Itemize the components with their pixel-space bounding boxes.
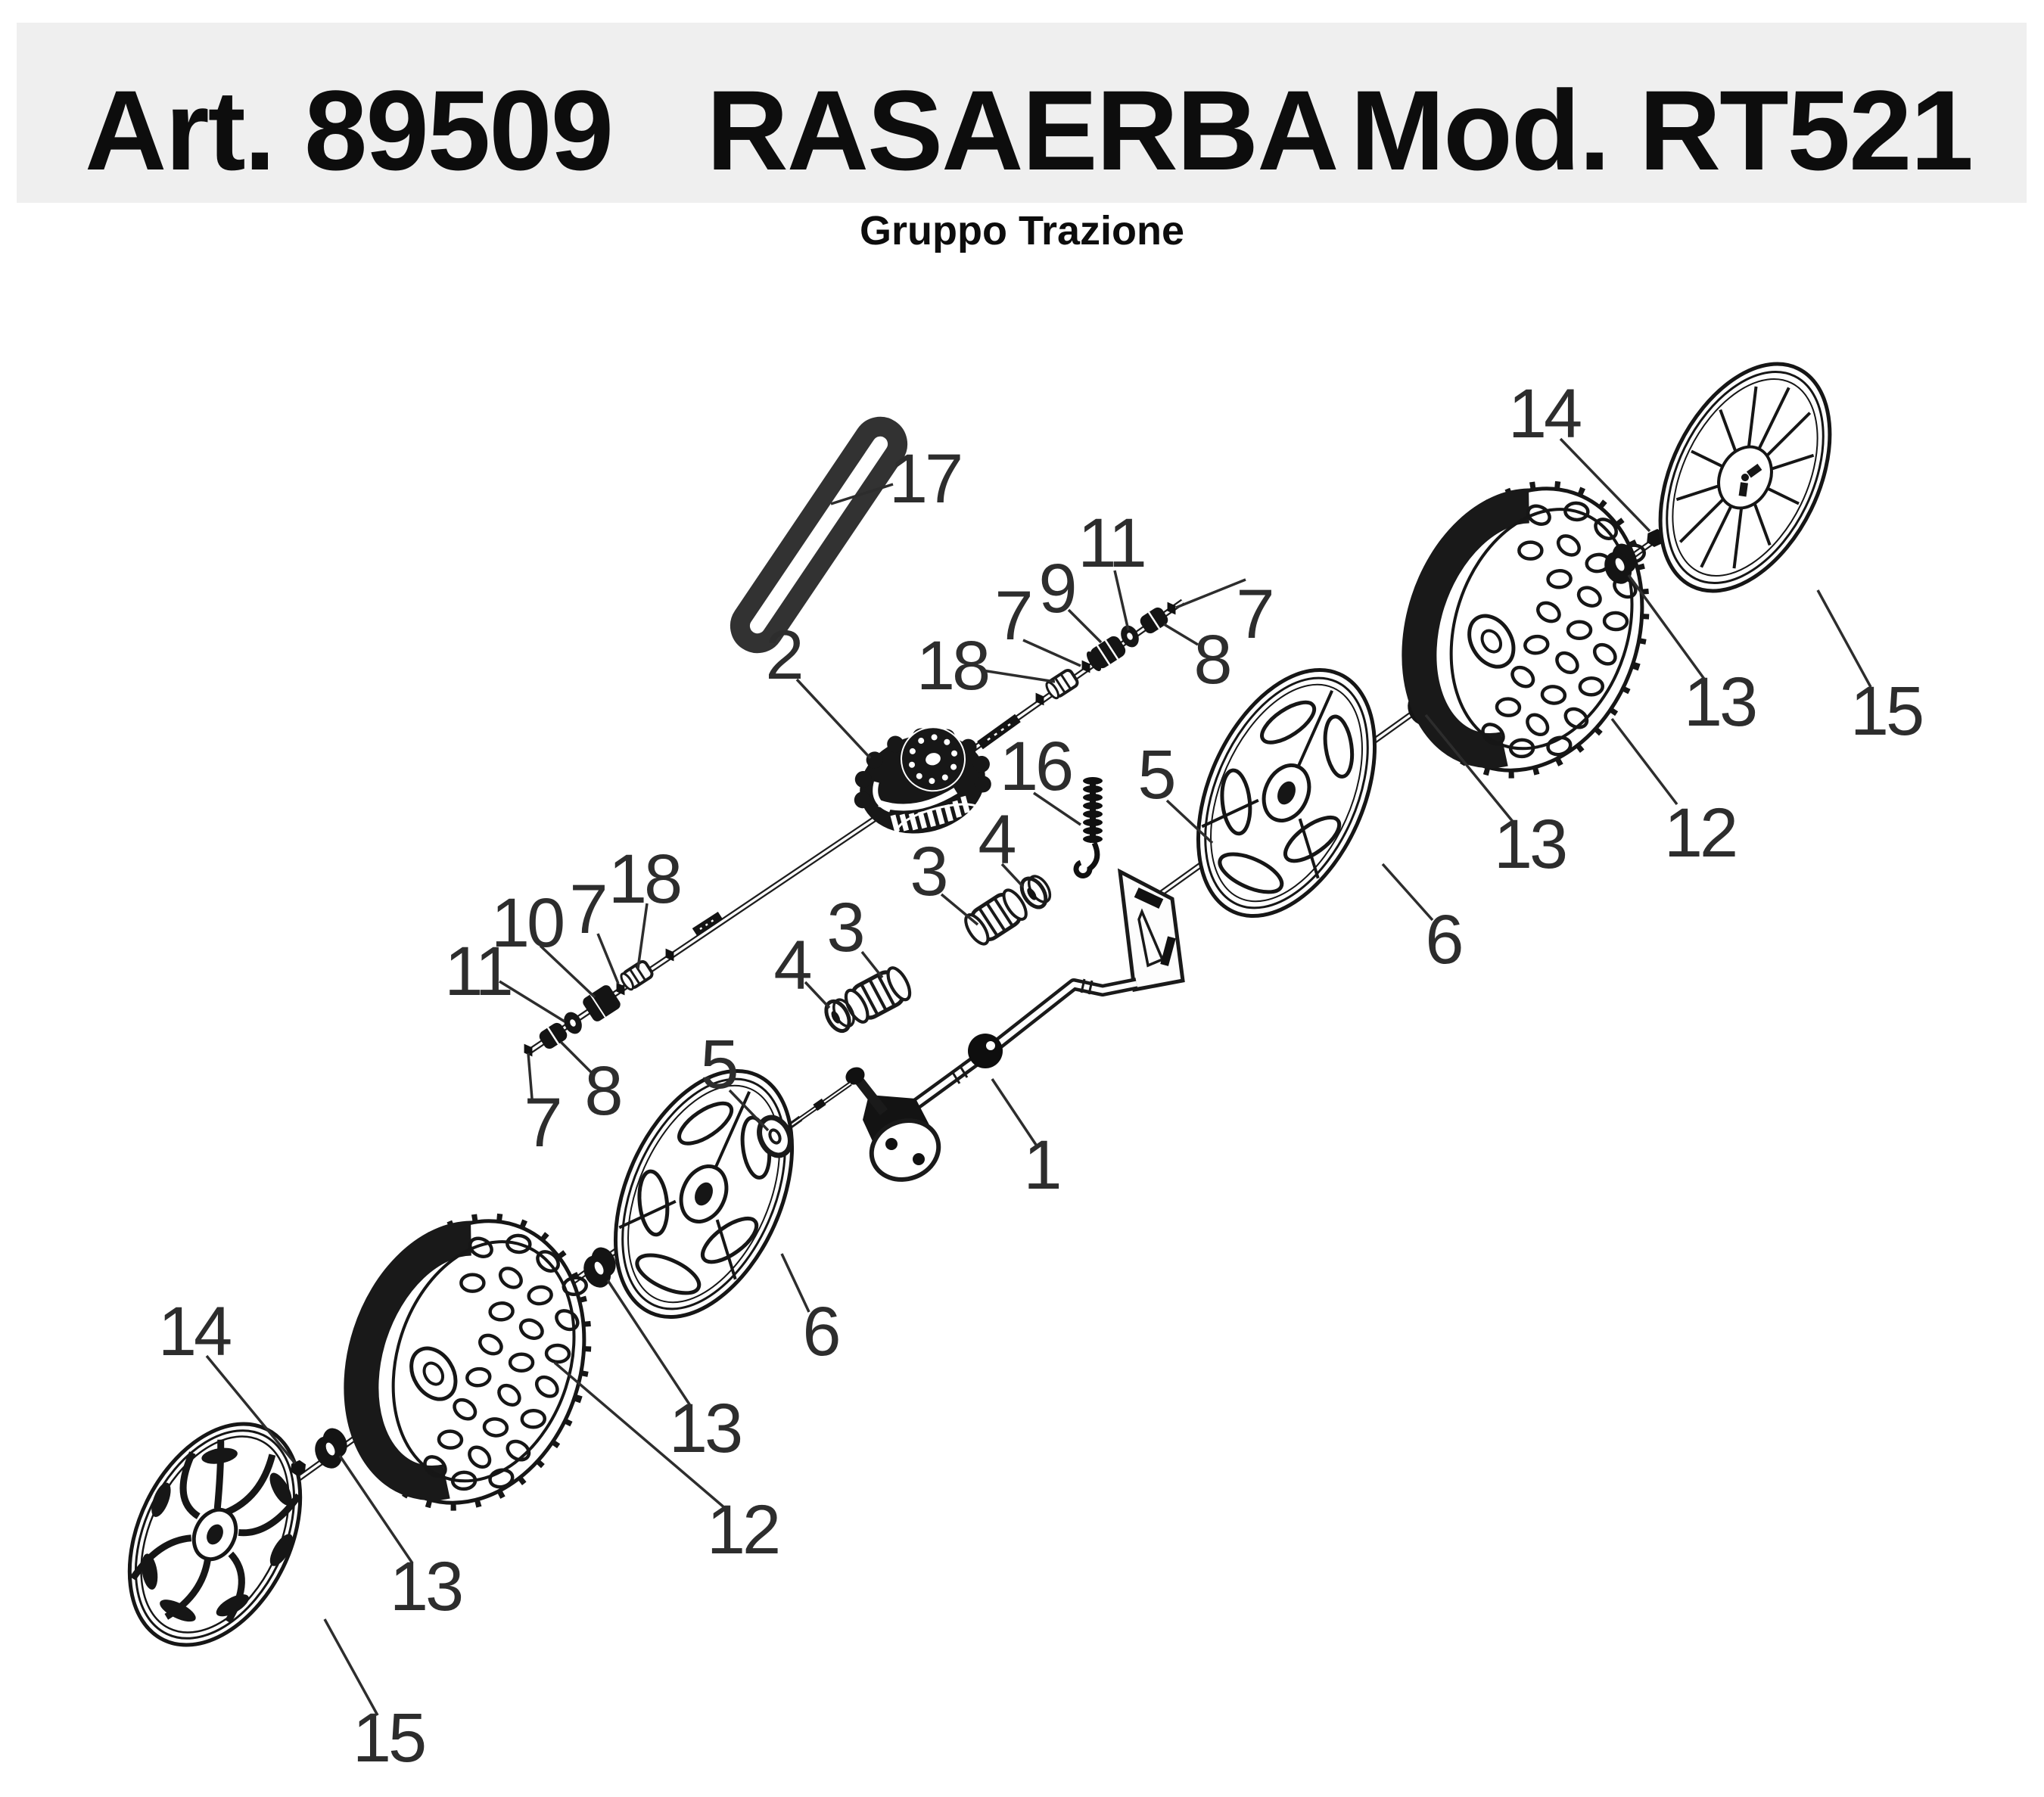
callout-7: 7 — [994, 577, 1030, 654]
callout-18: 18 — [916, 627, 988, 704]
callout-5: 5 — [700, 1026, 736, 1103]
leader-line-5 — [1165, 799, 1214, 844]
leader-line-12 — [553, 1361, 727, 1510]
leader-line-13 — [338, 1455, 414, 1564]
callout-3: 3 — [910, 833, 946, 910]
callout-2: 2 — [765, 617, 801, 694]
leader-line-18 — [982, 669, 1056, 683]
leader-line-7 — [596, 933, 620, 984]
leader-line-3 — [860, 950, 884, 979]
gearbox — [854, 726, 991, 838]
callout-13: 13 — [669, 1390, 741, 1467]
hubcap-15-left — [95, 1396, 334, 1673]
hubcap-15-right — [1626, 337, 1865, 619]
callout-16: 16 — [1000, 728, 1072, 805]
callout-9: 9 — [1038, 550, 1074, 627]
callout-7: 7 — [524, 1084, 559, 1161]
leader-line-16 — [1033, 791, 1081, 826]
leader-line-5 — [728, 1089, 770, 1132]
callout-13: 13 — [1494, 806, 1566, 883]
callout-7: 7 — [1236, 576, 1271, 653]
leader-line-6 — [780, 1253, 810, 1313]
leader-line-13 — [1424, 714, 1515, 824]
callout-10: 10 — [491, 885, 563, 962]
callout-15: 15 — [1850, 673, 1922, 750]
callout-14: 14 — [1508, 375, 1581, 452]
callout-4: 4 — [773, 927, 810, 1004]
leader-line-14 — [205, 1354, 297, 1465]
leader-line-4 — [804, 981, 831, 1009]
leader-line-6 — [1381, 863, 1434, 922]
callout-13: 13 — [390, 1548, 462, 1625]
callout-15: 15 — [353, 1699, 425, 1777]
leader-line-10 — [539, 944, 596, 999]
model-number: Mod. RT521 — [1350, 67, 1974, 194]
leader-line-15 — [323, 1618, 379, 1716]
callout-6: 6 — [802, 1293, 838, 1370]
leader-line-3 — [940, 893, 979, 926]
callout-12: 12 — [707, 1491, 778, 1568]
callout-18: 18 — [608, 841, 680, 918]
leader-line-18 — [636, 903, 649, 969]
leader-line-1 — [991, 1078, 1038, 1146]
callout-3: 3 — [826, 889, 863, 966]
leader-line-7 — [1022, 639, 1081, 667]
leader-line-14 — [1559, 437, 1651, 533]
article-number: Art. 89509 — [85, 67, 614, 194]
control-rod-assembly — [778, 868, 1185, 1182]
leader-line-11 — [499, 980, 565, 1023]
tire-12-left — [317, 1186, 624, 1538]
callout-17: 17 — [889, 440, 960, 518]
diagram-subtitle: Gruppo Trazione — [859, 208, 1185, 253]
leader-line-11 — [1113, 570, 1130, 631]
callout-13: 13 — [1684, 664, 1756, 741]
leader-line-17 — [830, 483, 894, 505]
lower-shaft-parts — [520, 946, 678, 1059]
leader-line-8 — [559, 1040, 594, 1075]
callout-5: 5 — [1137, 736, 1174, 813]
leader-line-9 — [1067, 608, 1103, 644]
header-bar — [17, 23, 2027, 203]
callout-11: 11 — [1078, 505, 1144, 582]
callout-6: 6 — [1425, 901, 1461, 978]
callout-8: 8 — [1193, 621, 1230, 698]
leader-line-8 — [1163, 623, 1199, 646]
leader-line-13 — [1627, 574, 1707, 682]
tension-spring — [1073, 777, 1103, 878]
callout-11: 11 — [444, 933, 511, 1010]
callout-12: 12 — [1664, 794, 1735, 872]
leader-line-12 — [1610, 717, 1678, 806]
callout-1: 1 — [1023, 1127, 1059, 1204]
callout-4: 4 — [978, 801, 1015, 878]
leader-line-2 — [795, 678, 872, 760]
leader-line-7 — [1175, 578, 1246, 609]
leader-line-13 — [606, 1279, 692, 1407]
drive-belt — [730, 416, 908, 654]
callout-7: 7 — [569, 871, 605, 948]
leader-line-4 — [1000, 863, 1025, 888]
leader-line-7 — [527, 1052, 534, 1099]
callout-14: 14 — [158, 1293, 231, 1370]
page-title: RASAERBA — [706, 67, 1339, 194]
callout-8: 8 — [584, 1052, 621, 1130]
leader-line-15 — [1816, 589, 1872, 688]
